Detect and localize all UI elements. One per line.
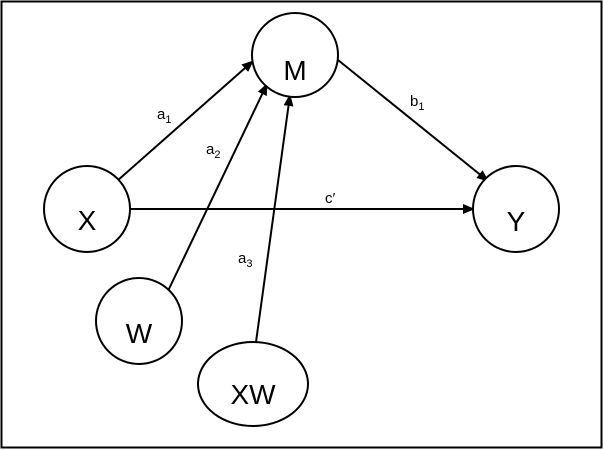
edge-b1-m-to-y bbox=[337, 59, 489, 182]
edge-label-b1: b1 bbox=[410, 93, 424, 113]
edge-label-a2: a2 bbox=[206, 141, 220, 161]
node-xw-label: XW bbox=[230, 379, 276, 410]
node-m-label: M bbox=[283, 55, 306, 86]
node-x-label: X bbox=[78, 205, 97, 236]
edge-a1-x-to-m bbox=[116, 60, 254, 182]
edge-label-a3: a3 bbox=[238, 250, 252, 270]
node-x: X bbox=[43, 165, 131, 253]
edge-label-a1: a1 bbox=[157, 106, 171, 126]
node-y: Y bbox=[472, 165, 560, 253]
node-m: M bbox=[251, 12, 339, 98]
node-xw: XW bbox=[197, 341, 309, 427]
node-w: W bbox=[95, 277, 183, 365]
edge-a3-xw-to-m bbox=[255, 94, 294, 343]
edge-label-c-prime: c′ bbox=[325, 190, 336, 207]
edge-a2-w-to-m bbox=[167, 83, 268, 292]
node-y-label: Y bbox=[507, 206, 526, 237]
node-w-label: W bbox=[126, 318, 153, 349]
